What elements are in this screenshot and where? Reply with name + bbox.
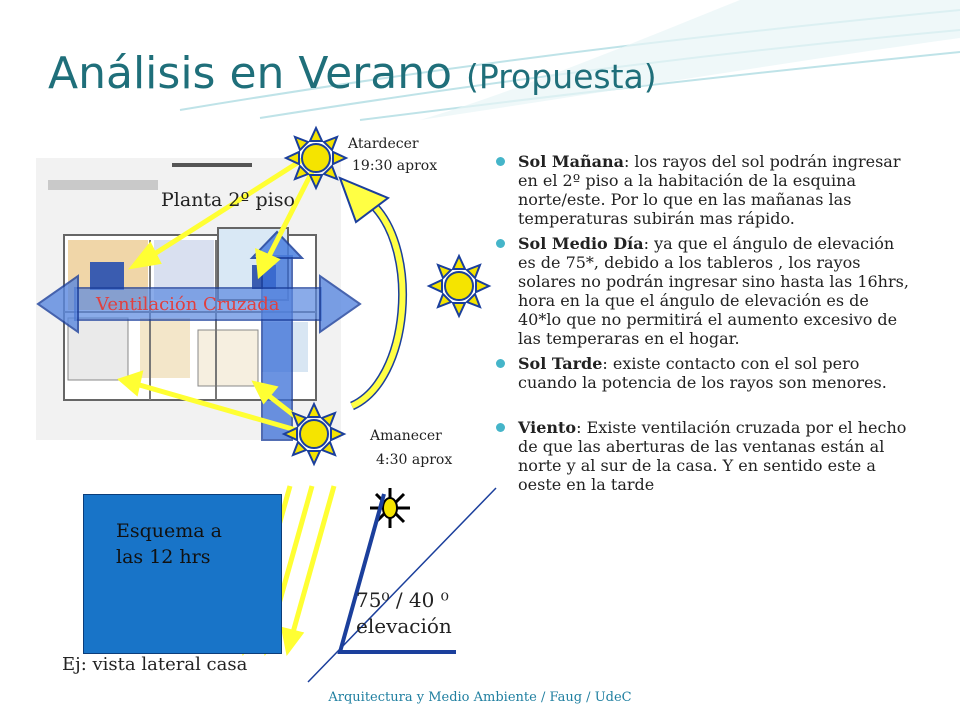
footer-credit: Arquitectura y Medio Ambiente / Faug / U… — [328, 690, 632, 705]
bullet-text: : los rayos del sol podrán ingresar en e… — [518, 152, 901, 228]
bullet-term: Sol Tarde — [518, 354, 603, 373]
house-side-view — [83, 494, 282, 654]
bullet-term: Sol Medio Día — [518, 234, 644, 253]
bullet-term: Sol Mañana — [518, 152, 624, 171]
elevation-label: elevación — [356, 614, 452, 638]
bullet-text: : existe contacto con el sol pero cuando… — [518, 354, 887, 392]
page-title: Análisis en Verano (Propuesta) — [48, 48, 657, 99]
angle-values: 75⁰ / 40 ⁰ — [356, 588, 449, 612]
schema-line-1: Esquema a — [116, 520, 222, 542]
header-band — [420, 0, 960, 120]
bullet-term: Viento — [518, 418, 577, 437]
bullet-item: Sol Medio Día: ya que el ángulo de eleva… — [494, 234, 914, 348]
schema-label: Esquema a las 12 hrs — [116, 518, 222, 570]
sun-icon — [281, 401, 347, 467]
bullet-dot — [496, 359, 505, 368]
title-main: Análisis en Verano — [48, 48, 453, 99]
cross-ventilation-arrow — [36, 274, 362, 334]
sun-icon — [426, 253, 492, 319]
bullet-item: Viento: Existe ventilación cruzada por e… — [494, 418, 914, 494]
schema-line-2: las 12 hrs — [116, 546, 211, 568]
plan-label: Planta 2º piso — [161, 189, 295, 211]
ventilation-label: Ventilación Cruzada — [96, 294, 280, 315]
bullet-item: Sol Tarde: existe contacto con el sol pe… — [494, 354, 914, 392]
bullet-item: Sol Mañana: los rayos del sol podrán ing… — [494, 152, 914, 228]
analysis-bullets: Sol Mañana: los rayos del sol podrán ing… — [494, 152, 914, 500]
bullet-text: : ya que el ángulo de elevación es de 75… — [518, 234, 909, 348]
atardecer-label: Atardecer — [348, 136, 419, 152]
side-view-label: Ej: vista lateral casa — [62, 654, 248, 675]
sun-icon — [283, 125, 349, 191]
elevation-angle-diagram — [307, 487, 497, 683]
atardecer-time: 19:30 aprox — [352, 158, 438, 174]
bullet-dot — [496, 239, 505, 248]
sun-path-arrow — [338, 176, 407, 411]
amanecer-label: Amanecer — [370, 428, 442, 444]
bullet-dot — [496, 157, 505, 166]
amanecer-time: 4:30 aprox — [376, 452, 453, 468]
bullet-text: : Existe ventilación cruzada por el hech… — [518, 418, 907, 494]
bullet-dot — [496, 423, 505, 432]
title-sub: (Propuesta) — [466, 57, 657, 96]
